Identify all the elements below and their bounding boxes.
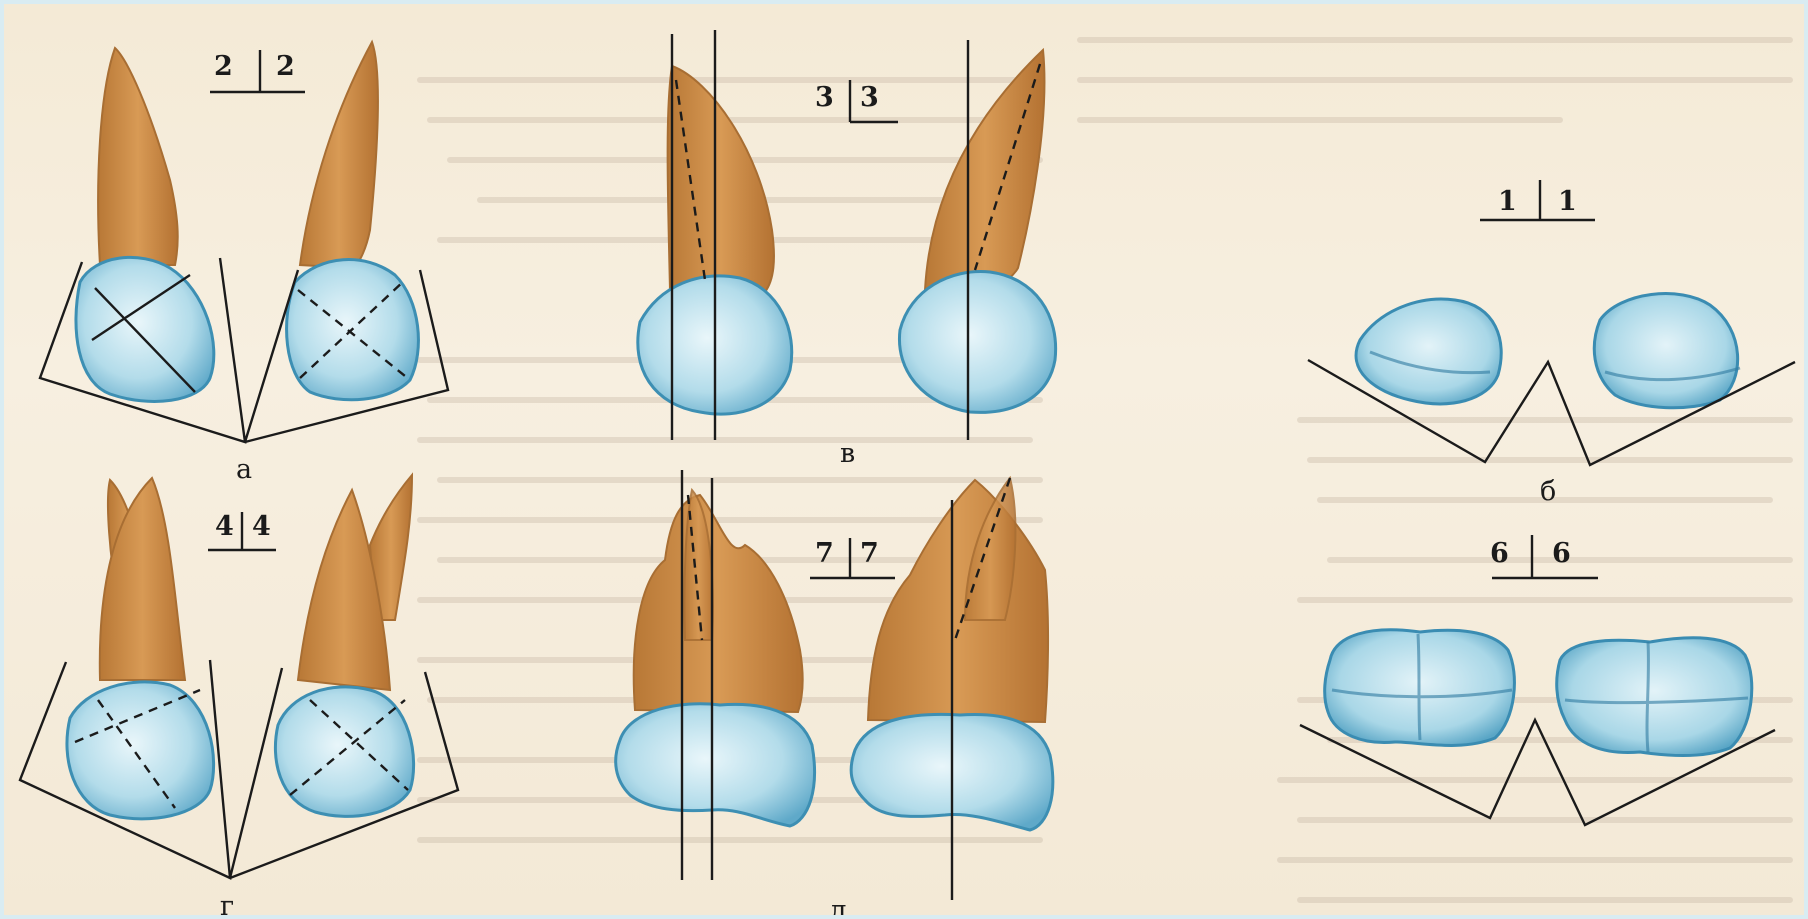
formula-1-1-left: 1: [1498, 186, 1517, 217]
formula-3-3-left: 3: [815, 82, 834, 113]
tooth-7-right-roots: [868, 480, 1048, 722]
formula-2-2-left: 2: [214, 51, 233, 82]
figure-a-lateral-incisors: 2 2 а: [40, 42, 448, 485]
tooth-3-left-root: [668, 66, 774, 292]
formula-6-6-left: 6: [1490, 538, 1509, 569]
formula-6-6-right: 6: [1552, 538, 1571, 569]
formula-7-7-left: 7: [815, 538, 834, 569]
figure-g-first-premolars: 4 4 г: [20, 475, 458, 919]
tooth-6-right-occlusal: [1557, 638, 1752, 756]
label-a: а: [236, 454, 252, 485]
formula-3-3-right: 3: [860, 82, 879, 113]
tooth-7-left-crown: [616, 704, 815, 826]
figure-b-canines: 3 3 в: [638, 30, 1056, 469]
tooth-3-right-root: [925, 50, 1044, 292]
label-v: в: [840, 438, 855, 469]
tooth-1-right-occlusal: [1594, 294, 1737, 408]
label-d: д: [830, 895, 847, 919]
tooth-2-left-root: [98, 48, 178, 265]
formula-4-4-left: 4: [215, 511, 234, 542]
tooth-2-right-root: [300, 42, 378, 268]
tooth-2-left-crown: [76, 257, 214, 401]
figure-d-second-molars: 7 7 д: [616, 470, 1053, 919]
tooth-4-left-crown: [67, 682, 214, 819]
formula-7-7-right: 7: [860, 538, 879, 569]
tooth-4-right-root: [298, 490, 390, 690]
label-g: г: [220, 891, 234, 919]
tooth-3-right-crown: [899, 272, 1055, 413]
tooth-1-left-occlusal: [1356, 299, 1501, 404]
tooth-4-right-crown: [275, 687, 413, 816]
tooth-7-left-roots: [634, 495, 803, 712]
formula-2-2-right: 2: [276, 51, 295, 82]
formula-1-1-right: 1: [1558, 186, 1577, 217]
label-b: б: [1540, 476, 1556, 507]
formula-4-4-right: 4: [252, 511, 271, 542]
